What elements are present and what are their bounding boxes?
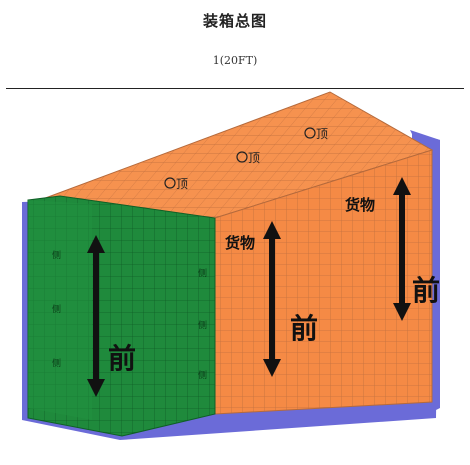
side-label-3: 侧 [52, 357, 61, 369]
side-label-4: 侧 [198, 267, 207, 279]
side-label-1: 侧 [52, 249, 61, 261]
divider [6, 88, 464, 89]
page-subtitle: 1(20FT) [212, 54, 258, 67]
side-label-6: 侧 [198, 369, 207, 381]
side-label-2: 侧 [52, 303, 61, 315]
page-title: 装箱总图 [202, 12, 267, 30]
front-label-green: 前 [108, 342, 136, 375]
top-label-2: 顶 [248, 151, 260, 165]
cargo-side-inner-step [28, 200, 92, 420]
cargo-label-left: 货物 [225, 234, 255, 252]
front-label-right: 前 [412, 274, 440, 307]
top-label-1: 顶 [316, 127, 328, 141]
cargo-label-right: 货物 [345, 196, 375, 214]
front-label-middle: 前 [290, 312, 318, 345]
side-label-5: 侧 [198, 319, 207, 331]
top-label-3: 顶 [176, 177, 188, 191]
